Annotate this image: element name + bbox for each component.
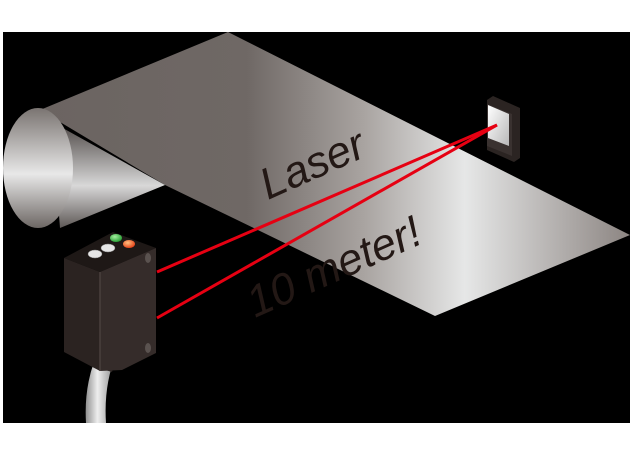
- laser-beam-return: [156, 123, 498, 320]
- screw-top: [145, 253, 151, 263]
- roll-cone: [52, 122, 165, 228]
- sensor-cable: [85, 362, 112, 423]
- laser-beam-emit: [156, 123, 498, 274]
- green-indicator: [110, 234, 122, 242]
- laser-sensor: [64, 232, 156, 371]
- roll-end: [3, 108, 73, 228]
- orange-indicator: [123, 240, 135, 248]
- sheet-surface: [40, 32, 630, 316]
- screw-bottom: [145, 343, 151, 353]
- reflector-target: [487, 96, 520, 162]
- white-button-2: [100, 243, 116, 253]
- white-button-1: [87, 249, 103, 259]
